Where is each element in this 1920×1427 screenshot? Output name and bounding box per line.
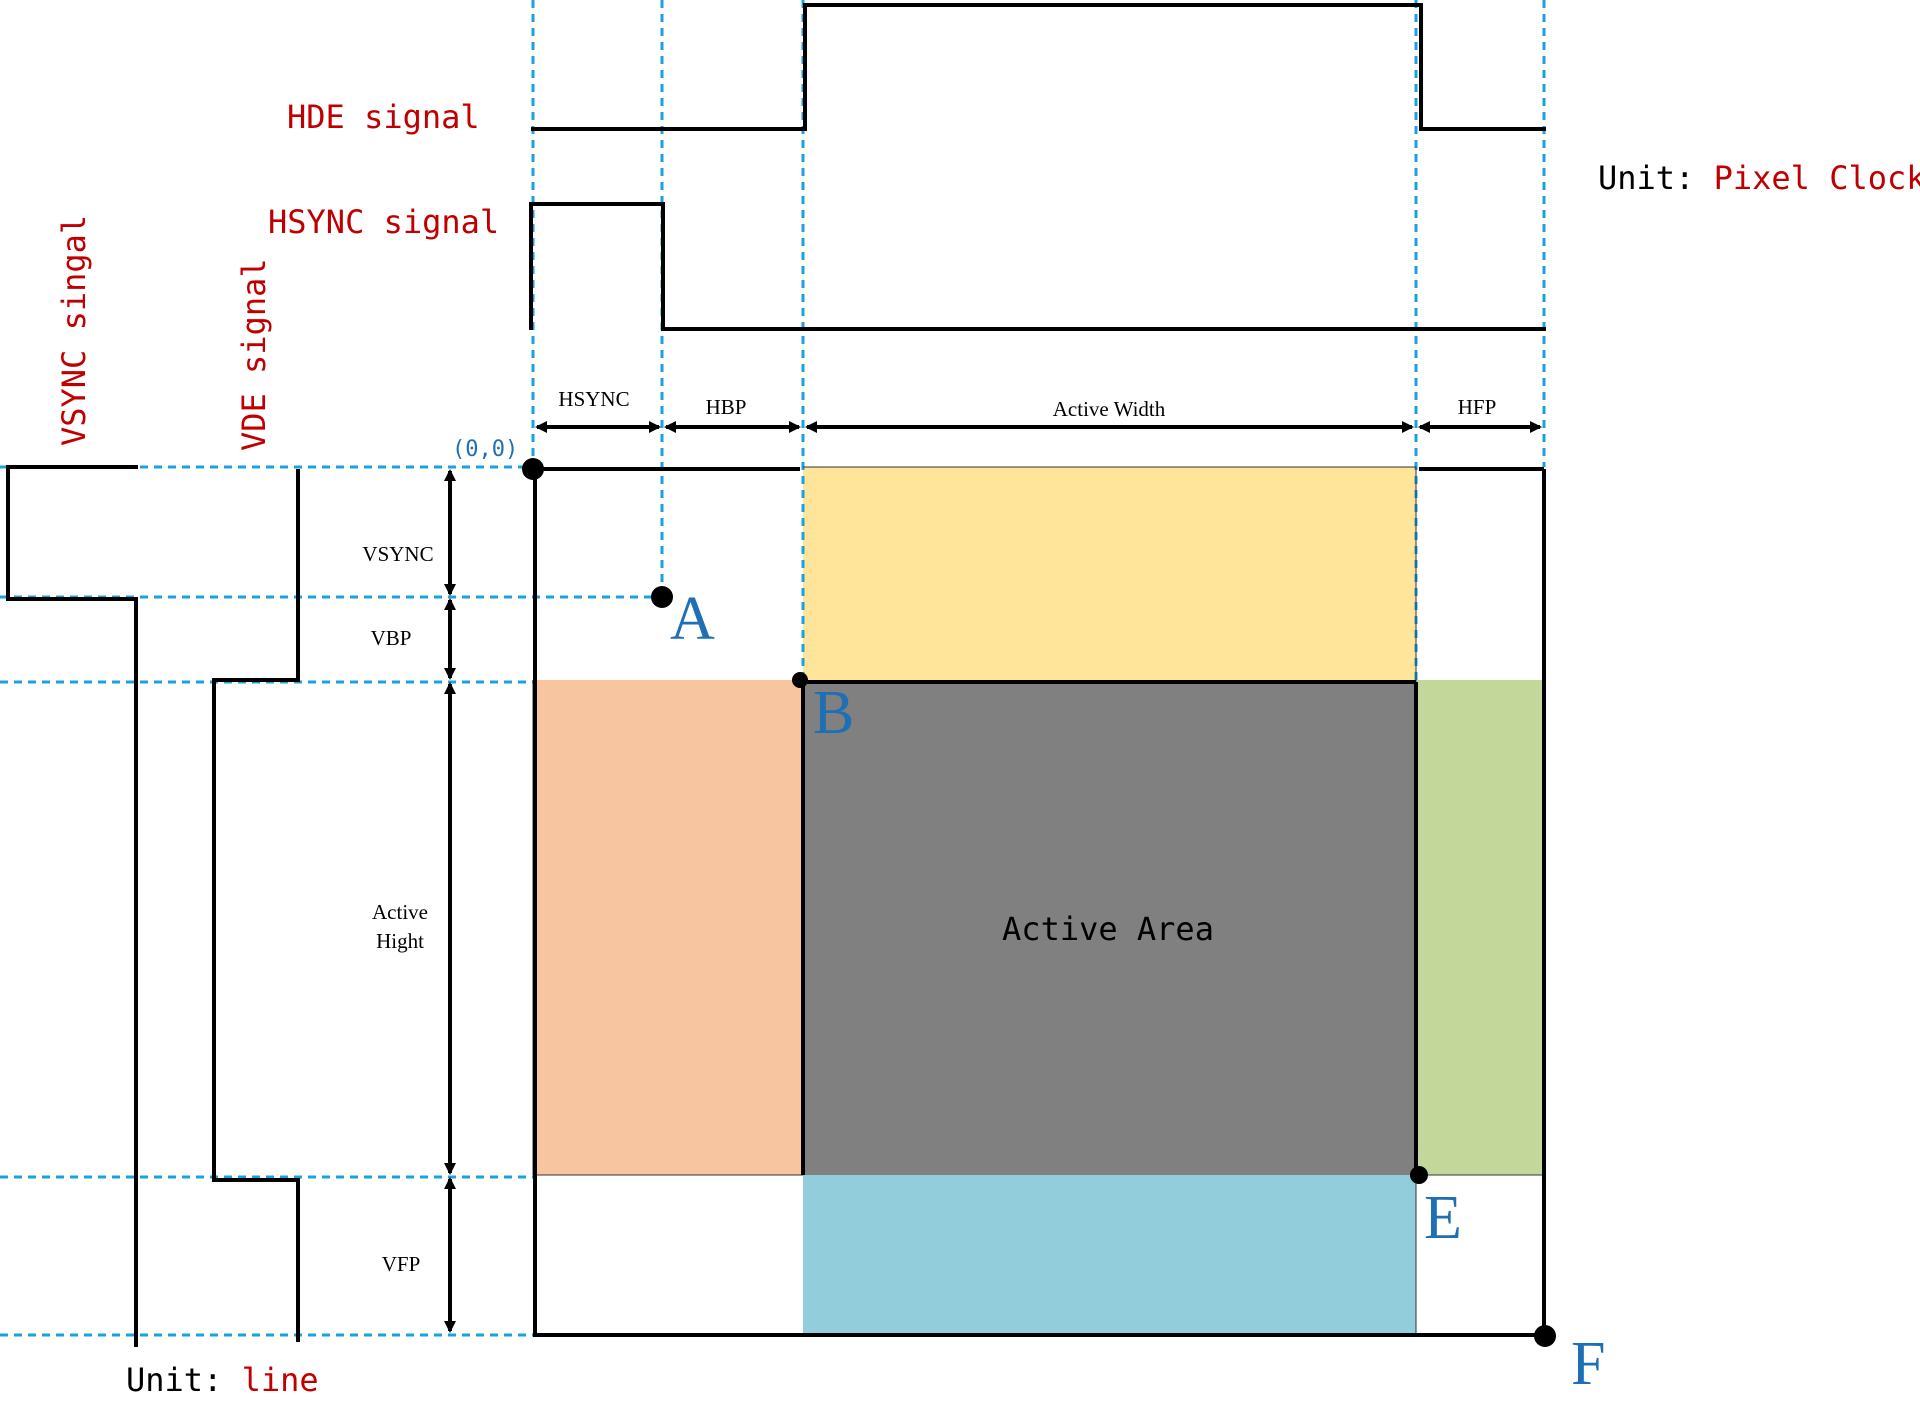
hde-signal-label: HDE signal xyxy=(287,98,480,136)
hsync-signal-label: HSYNC signal xyxy=(268,203,499,241)
vsync-height-label: VSYNC xyxy=(362,542,433,566)
right-band-region xyxy=(1416,680,1544,1175)
point-b-dot xyxy=(792,672,808,688)
point-f-label: F xyxy=(1571,1330,1605,1398)
horizontal-unit-label: Unit: Pixel Clock xyxy=(1598,159,1920,197)
point-a-label: A xyxy=(670,585,715,653)
point-f-dot xyxy=(1534,1325,1556,1347)
frame-outline xyxy=(533,467,1546,1337)
hfp-width-label: HFP xyxy=(1458,395,1497,419)
origin-point xyxy=(522,458,544,480)
hde-waveform xyxy=(531,3,1546,131)
origin-label: (0,0) xyxy=(452,437,518,462)
active-height-label-line1: Active xyxy=(372,900,428,924)
vbp-height-label: VBP xyxy=(371,626,412,650)
point-e-label: E xyxy=(1424,1184,1462,1252)
top-band-region xyxy=(803,467,1416,680)
hsync-width-label: HSYNC xyxy=(558,387,629,411)
vde-waveform xyxy=(212,469,300,1342)
vsync-signal-label: VSYNC singal xyxy=(55,215,93,446)
bottom-band-region xyxy=(803,1175,1416,1335)
active-area-label: Active Area xyxy=(1002,910,1214,948)
vfp-height-label: VFP xyxy=(382,1252,421,1276)
hbp-width-label: HBP xyxy=(706,395,747,419)
left-band-region xyxy=(533,680,803,1175)
vde-signal-label: VDE signal xyxy=(235,258,273,451)
vertical-unit-label: Unit: line xyxy=(126,1361,319,1399)
active-height-label-line2: Hight xyxy=(376,929,424,953)
vsync-waveform xyxy=(6,465,138,1347)
point-b-label: B xyxy=(813,679,854,747)
point-e-dot xyxy=(1410,1166,1428,1184)
hsync-waveform xyxy=(529,202,1546,331)
active-width-label: Active Width xyxy=(1053,397,1166,421)
active-area-region xyxy=(803,680,1416,1175)
point-a-dot xyxy=(651,586,673,608)
